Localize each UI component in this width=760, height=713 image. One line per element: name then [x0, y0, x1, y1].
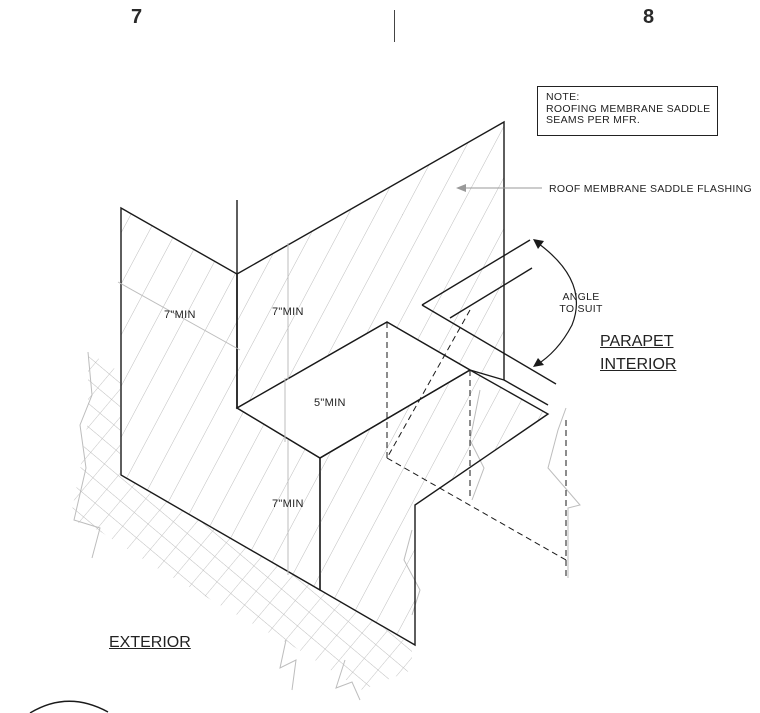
exterior-label: EXTERIOR: [109, 634, 191, 651]
detail-tag-circle: [29, 700, 109, 713]
note-text-line1: ROOFING MEMBRANE SADDLE: [546, 102, 711, 115]
sheet-number-left: 7: [131, 6, 143, 28]
angle-callout-line1: ANGLE: [562, 291, 600, 303]
interior-label: INTERIOR: [600, 356, 677, 373]
hidden-lines: [386, 309, 567, 580]
note-box: NOTE: ROOFING MEMBRANE SADDLE SEAMS PER …: [537, 86, 718, 136]
dimension-saddle-top: 5"MIN: [314, 397, 346, 409]
sheet-divider: [394, 10, 395, 42]
note-text-line2: SEAMS PER MFR.: [546, 114, 641, 126]
dimension-front-step: 7"MIN: [272, 498, 304, 510]
note-heading: NOTE:: [546, 91, 580, 103]
angle-callout-line2: TO SUIT: [559, 303, 603, 315]
parapet-label: PARAPET: [600, 333, 674, 350]
dimension-left-wall: 7"MIN: [164, 309, 196, 321]
parapet-outline: [421, 239, 557, 406]
flashing-leader: [456, 184, 542, 192]
flashing-callout: ROOF MEMBRANE SADDLE FLASHING: [549, 183, 752, 195]
angle-arc: [533, 239, 577, 367]
angle-callout: ANGLE TO SUIT: [556, 291, 606, 315]
dimension-back-wall: 7"MIN: [272, 306, 304, 318]
sheet-number-right: 8: [643, 6, 655, 28]
exterior-wall-hatch: [70, 351, 412, 701]
dimension-lines: [117, 243, 289, 575]
